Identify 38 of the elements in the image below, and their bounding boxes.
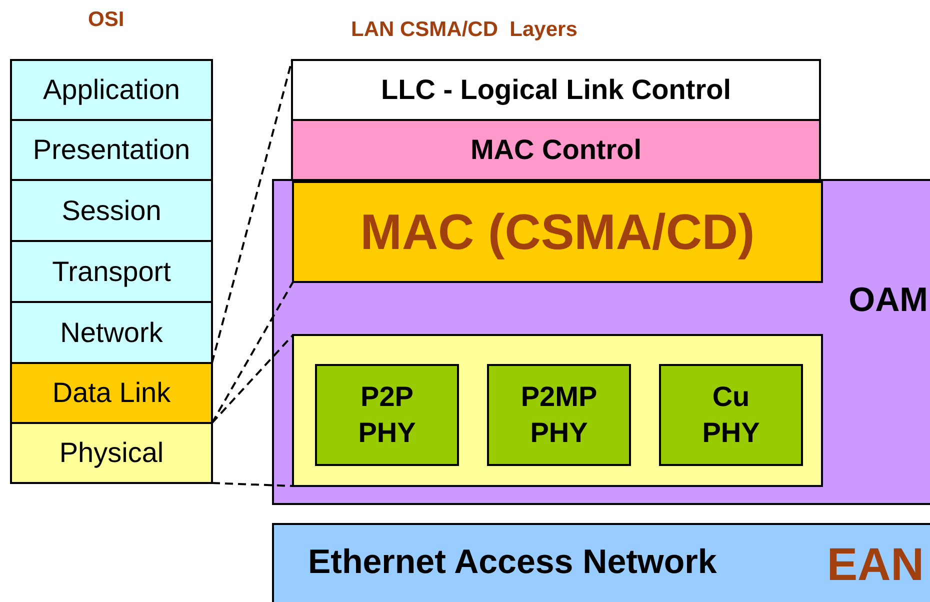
network-label: Ethernet Access Network [308,543,717,582]
osi-layer [10,179,213,242]
osi-layer [10,301,213,364]
osi-layer [10,362,213,424]
phy-box [659,364,803,466]
layer-label: Data Link [52,377,171,409]
layer-label: Transport [52,256,171,288]
layer-label: P2MP PHY [520,380,598,450]
layer-label: Session [62,194,162,226]
network-bar [272,523,930,602]
osi-layer [10,422,213,484]
layer-box [291,59,821,121]
layer-label: OAM [848,281,928,320]
phy-box [315,364,459,466]
heading-label: LAN CSMA/CD Layers [351,18,578,42]
layer-label: Physical [59,437,164,469]
layer-label: MAC Control [470,134,642,166]
dashed-leader-line [211,334,294,424]
layer-label: Network [60,316,163,348]
abbreviation-label: EAN [826,537,924,591]
layer-box [292,181,823,283]
osi-layer [10,59,213,121]
oam-panel [272,179,930,505]
heading-label: OSI [88,8,124,32]
phy-box [487,364,631,466]
phy-group-box [292,334,823,487]
osi-layer [10,119,213,181]
dashed-leader-line [211,60,293,364]
layer-label: P2P PHY [357,380,417,450]
dashed-leader-line [211,282,294,424]
layer-label: MAC (CSMA/CD) [360,203,755,261]
layer-label: Presentation [32,134,190,166]
osi-layer [10,240,213,303]
dashed-leader-line [212,482,294,487]
layer-box [291,119,821,181]
layer-label: Application [43,74,180,106]
layer-label: LLC - Logical Link Control [381,74,731,106]
layer-label: Cu PHY [701,380,761,450]
